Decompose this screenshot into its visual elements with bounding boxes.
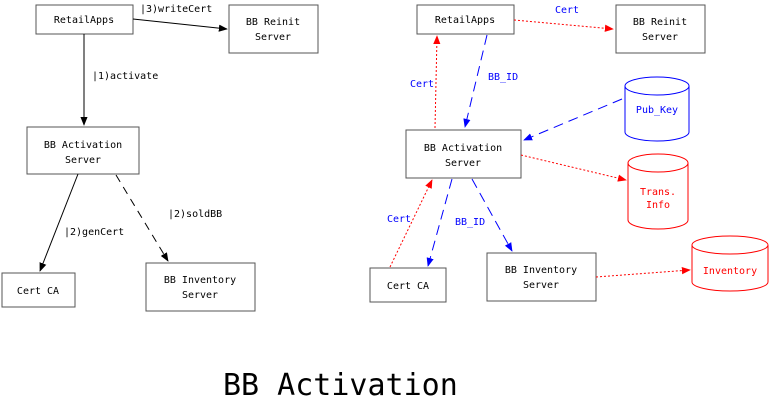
left-edge-soldbb-label: |2)soldBB (168, 209, 222, 220)
right-certca-label: Cert CA (387, 281, 429, 292)
right-activation-label-line2: Server (445, 158, 481, 169)
right-inventory-label-line2: Server (523, 280, 559, 291)
right-node-activation-server: BB Activation Server (405, 129, 522, 179)
left-edge-soldbb-arrow (115, 174, 169, 262)
left-node-reinit-server: BB Reinit Server (228, 4, 319, 54)
left-edge-activate-label: |1)activate (92, 71, 158, 82)
right-edge-cert-retail-arrow (433, 35, 441, 129)
right-edge-transinfo-arrow (520, 154, 627, 182)
left-certca-label: Cert CA (17, 286, 59, 297)
left-node-retailapps: RetailApps (35, 4, 134, 35)
right-diagram: RetailApps BB Reinit Server BB Activatio… (369, 4, 769, 303)
left-node-cert-ca: Cert CA (1, 272, 76, 308)
right-node-reinit-server: BB Reinit Server (615, 4, 706, 54)
store-inventory: Inventory (691, 235, 769, 292)
right-edge-bbid-certca-label: BB_ID (455, 217, 485, 228)
left-edge-gencert-arrow (39, 173, 79, 272)
right-node-cert-ca: Cert CA (369, 267, 447, 303)
store-trans-info-label-line1: Trans. (640, 187, 676, 198)
left-diagram: RetailApps BB Reinit Server BB Activatio… (1, 4, 319, 312)
left-inventory-label-line1: BB Inventory (164, 275, 236, 286)
right-edge-inventory-store-arrow (595, 267, 691, 278)
left-activation-label-line1: BB Activation (44, 140, 122, 151)
left-node-activation-server: BB Activation Server (26, 126, 140, 175)
right-edge-inventory-server-arrow (471, 178, 513, 252)
store-trans-info: Trans. Info (627, 153, 689, 230)
right-reinit-label-line1: BB Reinit (633, 17, 687, 28)
store-trans-info-label-line2: Info (646, 200, 670, 211)
right-edge-cert-retail-label: Cert (410, 79, 434, 90)
left-edge-gencert-label: |2)genCert (64, 227, 124, 238)
left-edge-writecert-arrow (132, 18, 228, 32)
left-reinit-label-line2: Server (255, 32, 291, 43)
right-edge-cert-certca-arrow (389, 179, 433, 268)
right-retailapps-label: RetailApps (435, 15, 495, 26)
left-inventory-label-line2: Server (182, 290, 218, 301)
right-edge-cert-reinit-arrow (513, 19, 614, 32)
right-inventory-label-line1: BB Inventory (505, 265, 577, 276)
diagram-title: BB Activation (223, 368, 458, 403)
left-retailapps-label: RetailApps (54, 15, 114, 26)
left-activation-label-line2: Server (65, 155, 101, 166)
right-reinit-label-line2: Server (642, 32, 678, 43)
right-edge-bbid-retail-label: BB_ID (488, 72, 518, 83)
left-node-inventory-server: BB Inventory Server (145, 262, 256, 312)
right-edge-bbid-retail-arrow (463, 34, 488, 128)
left-reinit-label-line1: BB Reinit (246, 17, 300, 28)
right-edge-pubkey-arrow (523, 98, 623, 141)
store-pub-key: Pub_Key (624, 76, 690, 142)
left-edge-writecert-label: |3)writeCert (140, 4, 212, 15)
right-node-retailapps: RetailApps (416, 4, 515, 35)
right-activation-label-line1: BB Activation (424, 143, 502, 154)
store-pub-key-label: Pub_Key (636, 105, 678, 116)
right-node-inventory-server: BB Inventory Server (486, 252, 597, 302)
store-inventory-label: Inventory (703, 266, 757, 277)
right-edge-cert-certca-label: Cert (387, 214, 411, 225)
right-edge-cert-reinit-label: Cert (555, 5, 579, 16)
right-edge-bbid-certca-arrow (426, 178, 453, 267)
